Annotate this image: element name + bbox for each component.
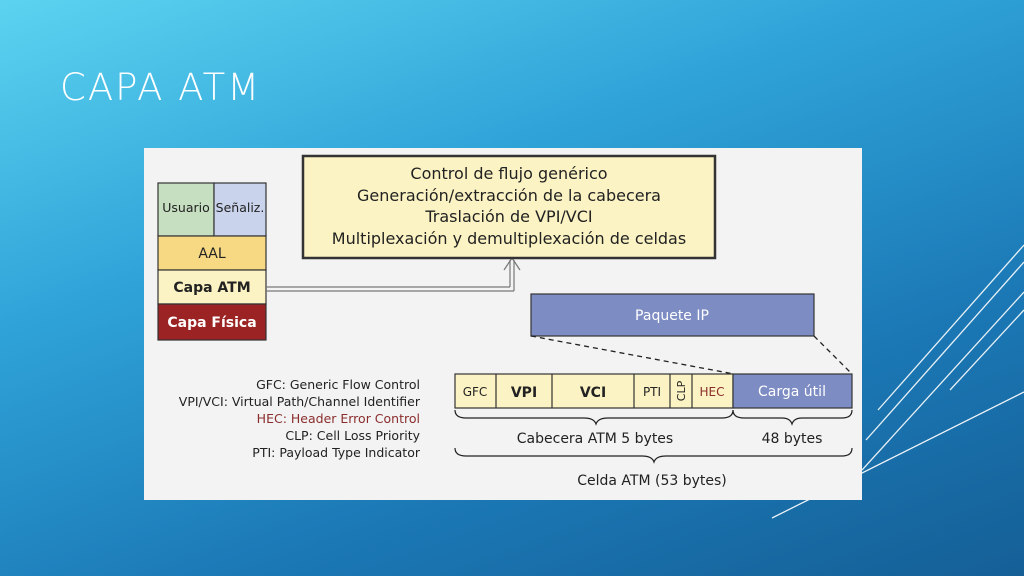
deco-line bbox=[861, 291, 1024, 471]
header-brace bbox=[454, 409, 734, 426]
function-line: Multiplexación y demultiplexación de cel… bbox=[332, 229, 686, 248]
connector-arrow bbox=[266, 256, 521, 292]
deco-line bbox=[877, 244, 1024, 411]
aal-box bbox=[157, 235, 267, 271]
capa-atm-label: Capa ATM bbox=[173, 280, 250, 296]
cell-vci: VCI bbox=[580, 385, 606, 401]
payload-brace bbox=[732, 409, 853, 426]
deco-line bbox=[949, 309, 1024, 391]
capa-fisica-label: Capa Física bbox=[167, 315, 256, 331]
atm-diagram: Usuario Señaliz. AAL Capa ATM Capa Físic… bbox=[157, 154, 853, 489]
ip-packet-label: Paquete IP bbox=[635, 308, 709, 324]
legend-item: CLP: Cell Loss Priority bbox=[285, 428, 420, 443]
atm-layer-figure: Usuario Señaliz. AAL Capa ATM Capa Físic… bbox=[144, 148, 862, 500]
function-line: Generación/extracción de la cabecera bbox=[357, 186, 661, 205]
usuario-box bbox=[157, 182, 215, 237]
braces bbox=[454, 409, 853, 464]
atm-cell: GFC VPI VCI PTI CLP HEC Carga útil bbox=[454, 373, 853, 409]
legend-item: PTI: Payload Type Indicator bbox=[252, 445, 421, 460]
capa-fisica-box bbox=[157, 303, 267, 341]
cell-hec: HEC bbox=[700, 385, 725, 399]
usuario-label: Usuario bbox=[162, 200, 210, 215]
cell-payload-box bbox=[732, 373, 853, 409]
slide-title: CAPA ATM bbox=[60, 66, 262, 109]
cell-brace bbox=[454, 447, 853, 464]
aal-label: AAL bbox=[198, 246, 226, 262]
mapping-lines bbox=[530, 335, 853, 375]
payload-brace-label: 48 bytes bbox=[762, 431, 823, 447]
functions-box: Control de flujo genérico Generación/ext… bbox=[301, 154, 717, 260]
protocol-stack: Usuario Señaliz. AAL Capa ATM Capa Físic… bbox=[157, 182, 267, 341]
legend-item: VPI/VCI: Virtual Path/Channel Identifier bbox=[179, 394, 421, 409]
cell-clp: CLP bbox=[675, 380, 688, 401]
cell-header-box bbox=[454, 373, 734, 409]
senaliz-label: Señaliz. bbox=[216, 200, 265, 215]
cell-gfc: GFC bbox=[463, 385, 488, 399]
function-line: Control de flujo genérico bbox=[410, 164, 607, 183]
ip-packet-box bbox=[530, 293, 815, 337]
legend-item: HEC: Header Error Control bbox=[257, 411, 420, 426]
cell-brace-label: Celda ATM (53 bytes) bbox=[577, 473, 727, 489]
cell-vpi: VPI bbox=[511, 385, 537, 401]
legend: GFC: Generic Flow Control VPI/VCI: Virtu… bbox=[179, 377, 421, 460]
header-brace-label: Cabecera ATM 5 bytes bbox=[517, 431, 673, 447]
legend-item: GFC: Generic Flow Control bbox=[256, 377, 420, 392]
deco-line bbox=[865, 261, 1024, 441]
cell-pti: PTI bbox=[643, 385, 661, 399]
function-line: Traslación de VPI/VCI bbox=[424, 207, 592, 226]
cell-payload: Carga útil bbox=[758, 384, 826, 400]
